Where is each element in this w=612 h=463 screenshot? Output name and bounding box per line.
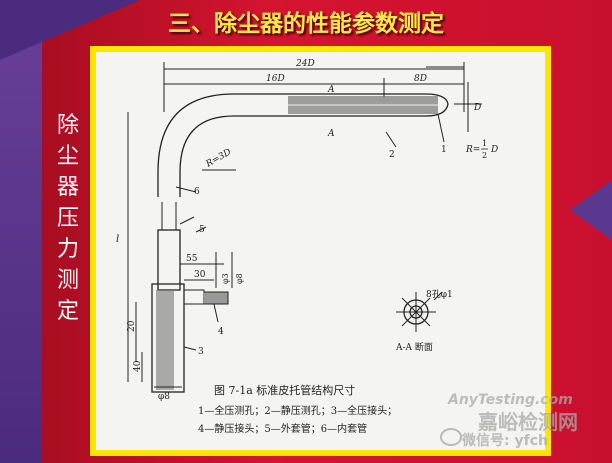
dim-d-right: D (473, 103, 481, 113)
dim-24d: 24D (295, 59, 315, 69)
dim-55: 55 (186, 254, 198, 264)
side-char: 尘 (56, 144, 79, 169)
figure-caption-legend-2: 4—静压接头；5—外套管；6—内套管 (198, 424, 368, 435)
bend-radius: R=3D (204, 147, 233, 170)
dim-20: 20 (127, 320, 137, 332)
left-purple-band (0, 0, 42, 463)
tip-d: D (490, 145, 498, 155)
watermark-brand: 嘉峪检测网 (478, 410, 578, 434)
tip-frac-num: 1 (482, 139, 487, 148)
section-a-bottom: A (327, 129, 335, 139)
side-char: 器 (56, 175, 79, 200)
pitot-tube-diagram: 24D 16D 8D A A D 1 2 R= 1 2 D R=3D 6 5 5… (116, 59, 498, 402)
side-char: 压 (56, 206, 79, 231)
label-5: 5 (199, 225, 205, 235)
section-a-top: A (327, 85, 335, 95)
label-6: 6 (194, 187, 200, 197)
section-name: A-A 断面 (395, 341, 433, 353)
wechat-icon (440, 428, 462, 446)
figure-caption-title: 图 7-1a 标准皮托管结构尺寸 (214, 384, 356, 397)
dim-30: 30 (194, 270, 206, 280)
figure-caption-legend-1: 1—全压测孔；2—静压测孔；3—全压接头； (198, 406, 398, 417)
tip-radius: R= (465, 145, 480, 155)
label-4: 4 (218, 327, 224, 337)
label-2: 2 (389, 150, 395, 160)
label-3: 3 (198, 347, 204, 357)
side-vertical-label: 除 尘 器 压 力 测 定 (56, 110, 80, 327)
right-triangle-decoration (570, 180, 612, 240)
side-char: 除 (56, 113, 79, 138)
dim-phi3: φ3 (221, 273, 230, 284)
side-char: 测 (56, 268, 79, 293)
dim-phi8-bottom: φ8 (158, 392, 170, 402)
tip-frac-den: 2 (482, 151, 487, 160)
dim-40: 40 (133, 360, 143, 372)
dim-l: l (116, 234, 119, 245)
label-1: 1 (441, 145, 447, 155)
side-char: 定 (56, 299, 79, 324)
figure-paper: 24D 16D 8D A A D 1 2 R= 1 2 D R=3D 6 5 5… (96, 52, 545, 450)
dim-16d: 16D (266, 74, 285, 84)
dim-8d: 8D (414, 74, 427, 84)
section-holes-label: 8孔φ1 (426, 289, 453, 300)
dim-phi8-side: φ8 (235, 273, 244, 284)
watermark-wechat: 微信号: yfch (462, 433, 548, 449)
slide-title: 三、除尘器的性能参数测定 (168, 10, 444, 37)
watermark-site: AnyTesting.com (448, 392, 573, 408)
side-char: 力 (56, 237, 79, 262)
